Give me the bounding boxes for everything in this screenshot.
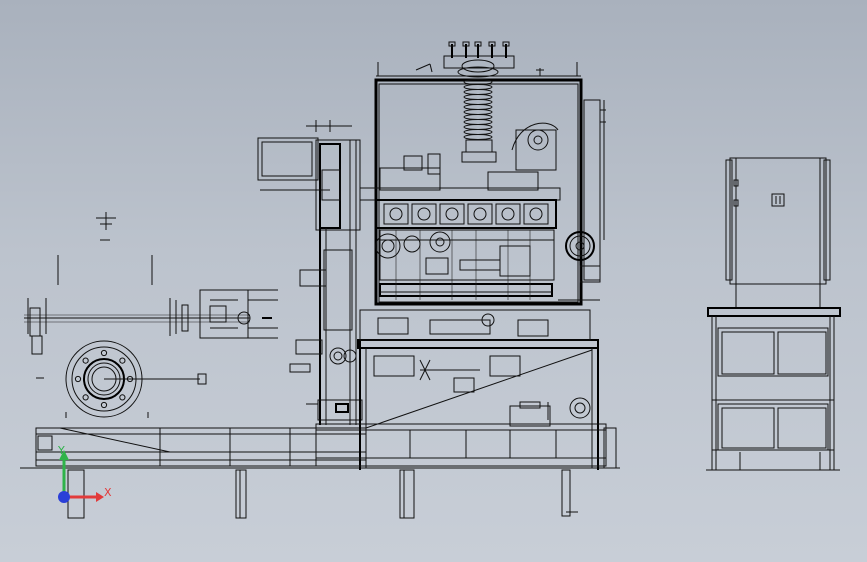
main-machine-front-view: [67, 41, 617, 519]
x-axis-label: X: [104, 486, 112, 499]
spring-stack: [443, 41, 515, 163]
lower-frame: [315, 309, 617, 470]
support-legs: [67, 469, 578, 519]
z-axis-origin: [58, 491, 70, 503]
x-axis-arrowhead: [96, 492, 104, 502]
y-axis-arrowhead: [59, 450, 69, 460]
left-side-assembly: [20, 212, 620, 469]
side-view: [706, 157, 841, 471]
coordinate-triad[interactable]: X Y: [57, 444, 112, 503]
drive-motor: [257, 120, 361, 231]
left-column: [289, 140, 363, 425]
shaft-coupling: [24, 289, 278, 355]
pipe-flange: [36, 340, 207, 418]
internal-gear-mechanism: [359, 122, 561, 300]
section-mark-symbol: [96, 212, 116, 241]
handwheel-right: [558, 99, 606, 301]
base-rail-left: [20, 427, 620, 469]
y-axis-label: Y: [57, 444, 65, 457]
upper-enclosure: [374, 62, 583, 306]
